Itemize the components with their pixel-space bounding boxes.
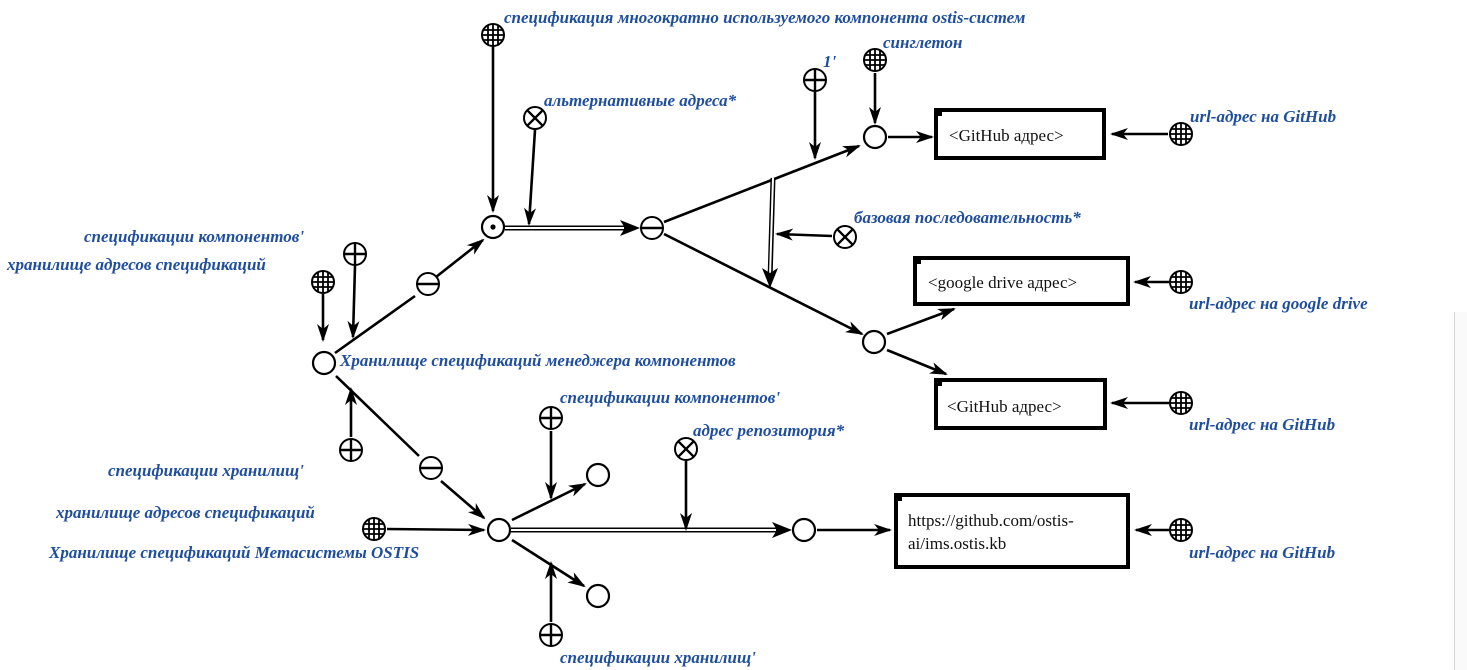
- edge-base-sequence-rel: [775, 228, 833, 241]
- ims-box-line2: ai/ims.ostis.kb: [908, 534, 1006, 553]
- label-url-google-drive: url-адрес на google drive: [1189, 294, 1368, 313]
- label-storage-specs-left: спецификации хранилищ': [108, 461, 304, 480]
- label-component-specs-bottom: спецификации компонентов': [560, 388, 780, 407]
- class-icon[interactable]: [863, 48, 887, 72]
- edge-node-to-google: [886, 307, 956, 336]
- class-icon[interactable]: [1169, 391, 1193, 415]
- label-metasystem-storage: Хранилище спецификаций Метасистемы OSTIS: [48, 543, 419, 562]
- label-alternative-addresses: альтернативные адреса*: [544, 91, 737, 110]
- label-repo-address: адрес репозитория*: [693, 421, 845, 440]
- label-url-github-1: url-адрес на GitHub: [1190, 107, 1336, 126]
- structure-node-icon[interactable]: [480, 214, 506, 240]
- label-url-github-3: url-адрес на GitHub: [1189, 543, 1335, 562]
- class-icon[interactable]: [1169, 270, 1193, 294]
- github-box-2[interactable]: <GitHub адрес>: [934, 378, 1107, 430]
- edge-node-to-github-2: [886, 348, 948, 376]
- relation-icon[interactable]: [832, 224, 858, 250]
- class-icon[interactable]: [1169, 122, 1193, 146]
- github-box-1-text: <GitHub адрес>: [949, 126, 1064, 145]
- role-relation-icon[interactable]: [338, 437, 364, 463]
- ims-box-line1: https://github.com/ostis-: [908, 511, 1074, 530]
- content-boxes: <GitHub адрес> <google drive адрес> <Git…: [894, 108, 1130, 569]
- node-icon[interactable]: [791, 517, 817, 543]
- label-spec-address-storage-top: хранилище адресов спецификаций: [6, 255, 266, 274]
- class-icon[interactable]: [311, 270, 335, 294]
- edge-metasystem-to-node-b: [511, 538, 586, 588]
- edge-tuple-to-metasystem: [440, 480, 486, 520]
- label-component-manager-storage: Хранилище спецификаций менеджера компоне…: [339, 351, 736, 370]
- class-icon[interactable]: [481, 23, 505, 47]
- relation-icon[interactable]: [522, 105, 548, 131]
- label-component-specs-top: спецификации компонентов': [84, 227, 304, 246]
- label-spec-address-storage-bottom: хранилище адресов спецификаций: [55, 503, 315, 522]
- relation-icon[interactable]: [673, 436, 699, 462]
- role-relation-icon[interactable]: [802, 67, 828, 93]
- github-box-2-text: <GitHub адрес>: [947, 397, 1062, 416]
- edges: [317, 47, 1169, 622]
- label-spec-reusable-component: спецификация многократно используемого к…: [504, 8, 1026, 27]
- node-icon[interactable]: [861, 329, 887, 355]
- tuple-icon[interactable]: [639, 215, 665, 241]
- label-storage-specs-bottom: спецификации хранилищ': [560, 648, 756, 667]
- edge-tuple-to-google-node: [663, 232, 864, 336]
- tuple-icon[interactable]: [418, 455, 444, 481]
- edge-alt-addresses: [524, 129, 537, 226]
- github-box-1[interactable]: <GitHub адрес>: [934, 108, 1106, 160]
- edge-tuple-to-dot-node: [435, 238, 485, 279]
- edge-component-specs-role: [347, 265, 360, 339]
- edge-storage-to-tuple-upper: [334, 294, 416, 355]
- role-relation-icon[interactable]: [342, 241, 368, 267]
- class-icon[interactable]: [362, 517, 386, 541]
- edge-tuple-to-singleton-node: [663, 144, 861, 224]
- ims-box[interactable]: https://github.com/ostis- ai/ims.ostis.k…: [894, 493, 1130, 569]
- label-singleton: синглетон: [883, 33, 962, 52]
- google-drive-box[interactable]: <google drive адрес>: [913, 256, 1130, 306]
- label-one-prime: 1': [823, 52, 837, 71]
- edge-address-storage-to-metasystem: [386, 523, 486, 536]
- role-relation-icon[interactable]: [538, 405, 564, 431]
- edge-metasystem-to-node-a: [511, 482, 587, 522]
- labels: спецификация многократно используемого к…: [6, 8, 1368, 667]
- label-base-sequence: базовая последовательность*: [854, 208, 1081, 227]
- node-icon[interactable]: [862, 124, 888, 150]
- tuple-icon[interactable]: [415, 271, 441, 297]
- scrollbar-track[interactable]: [1454, 312, 1467, 670]
- node-icon[interactable]: [585, 583, 611, 609]
- node-icon[interactable]: [311, 350, 337, 376]
- role-relation-icon[interactable]: [538, 622, 564, 648]
- google-drive-box-text: <google drive адрес>: [928, 273, 1077, 292]
- class-icon[interactable]: [1169, 518, 1193, 542]
- node-icon[interactable]: [486, 517, 512, 543]
- node-icon[interactable]: [585, 462, 611, 488]
- label-url-github-2: url-адрес на GitHub: [1189, 415, 1335, 434]
